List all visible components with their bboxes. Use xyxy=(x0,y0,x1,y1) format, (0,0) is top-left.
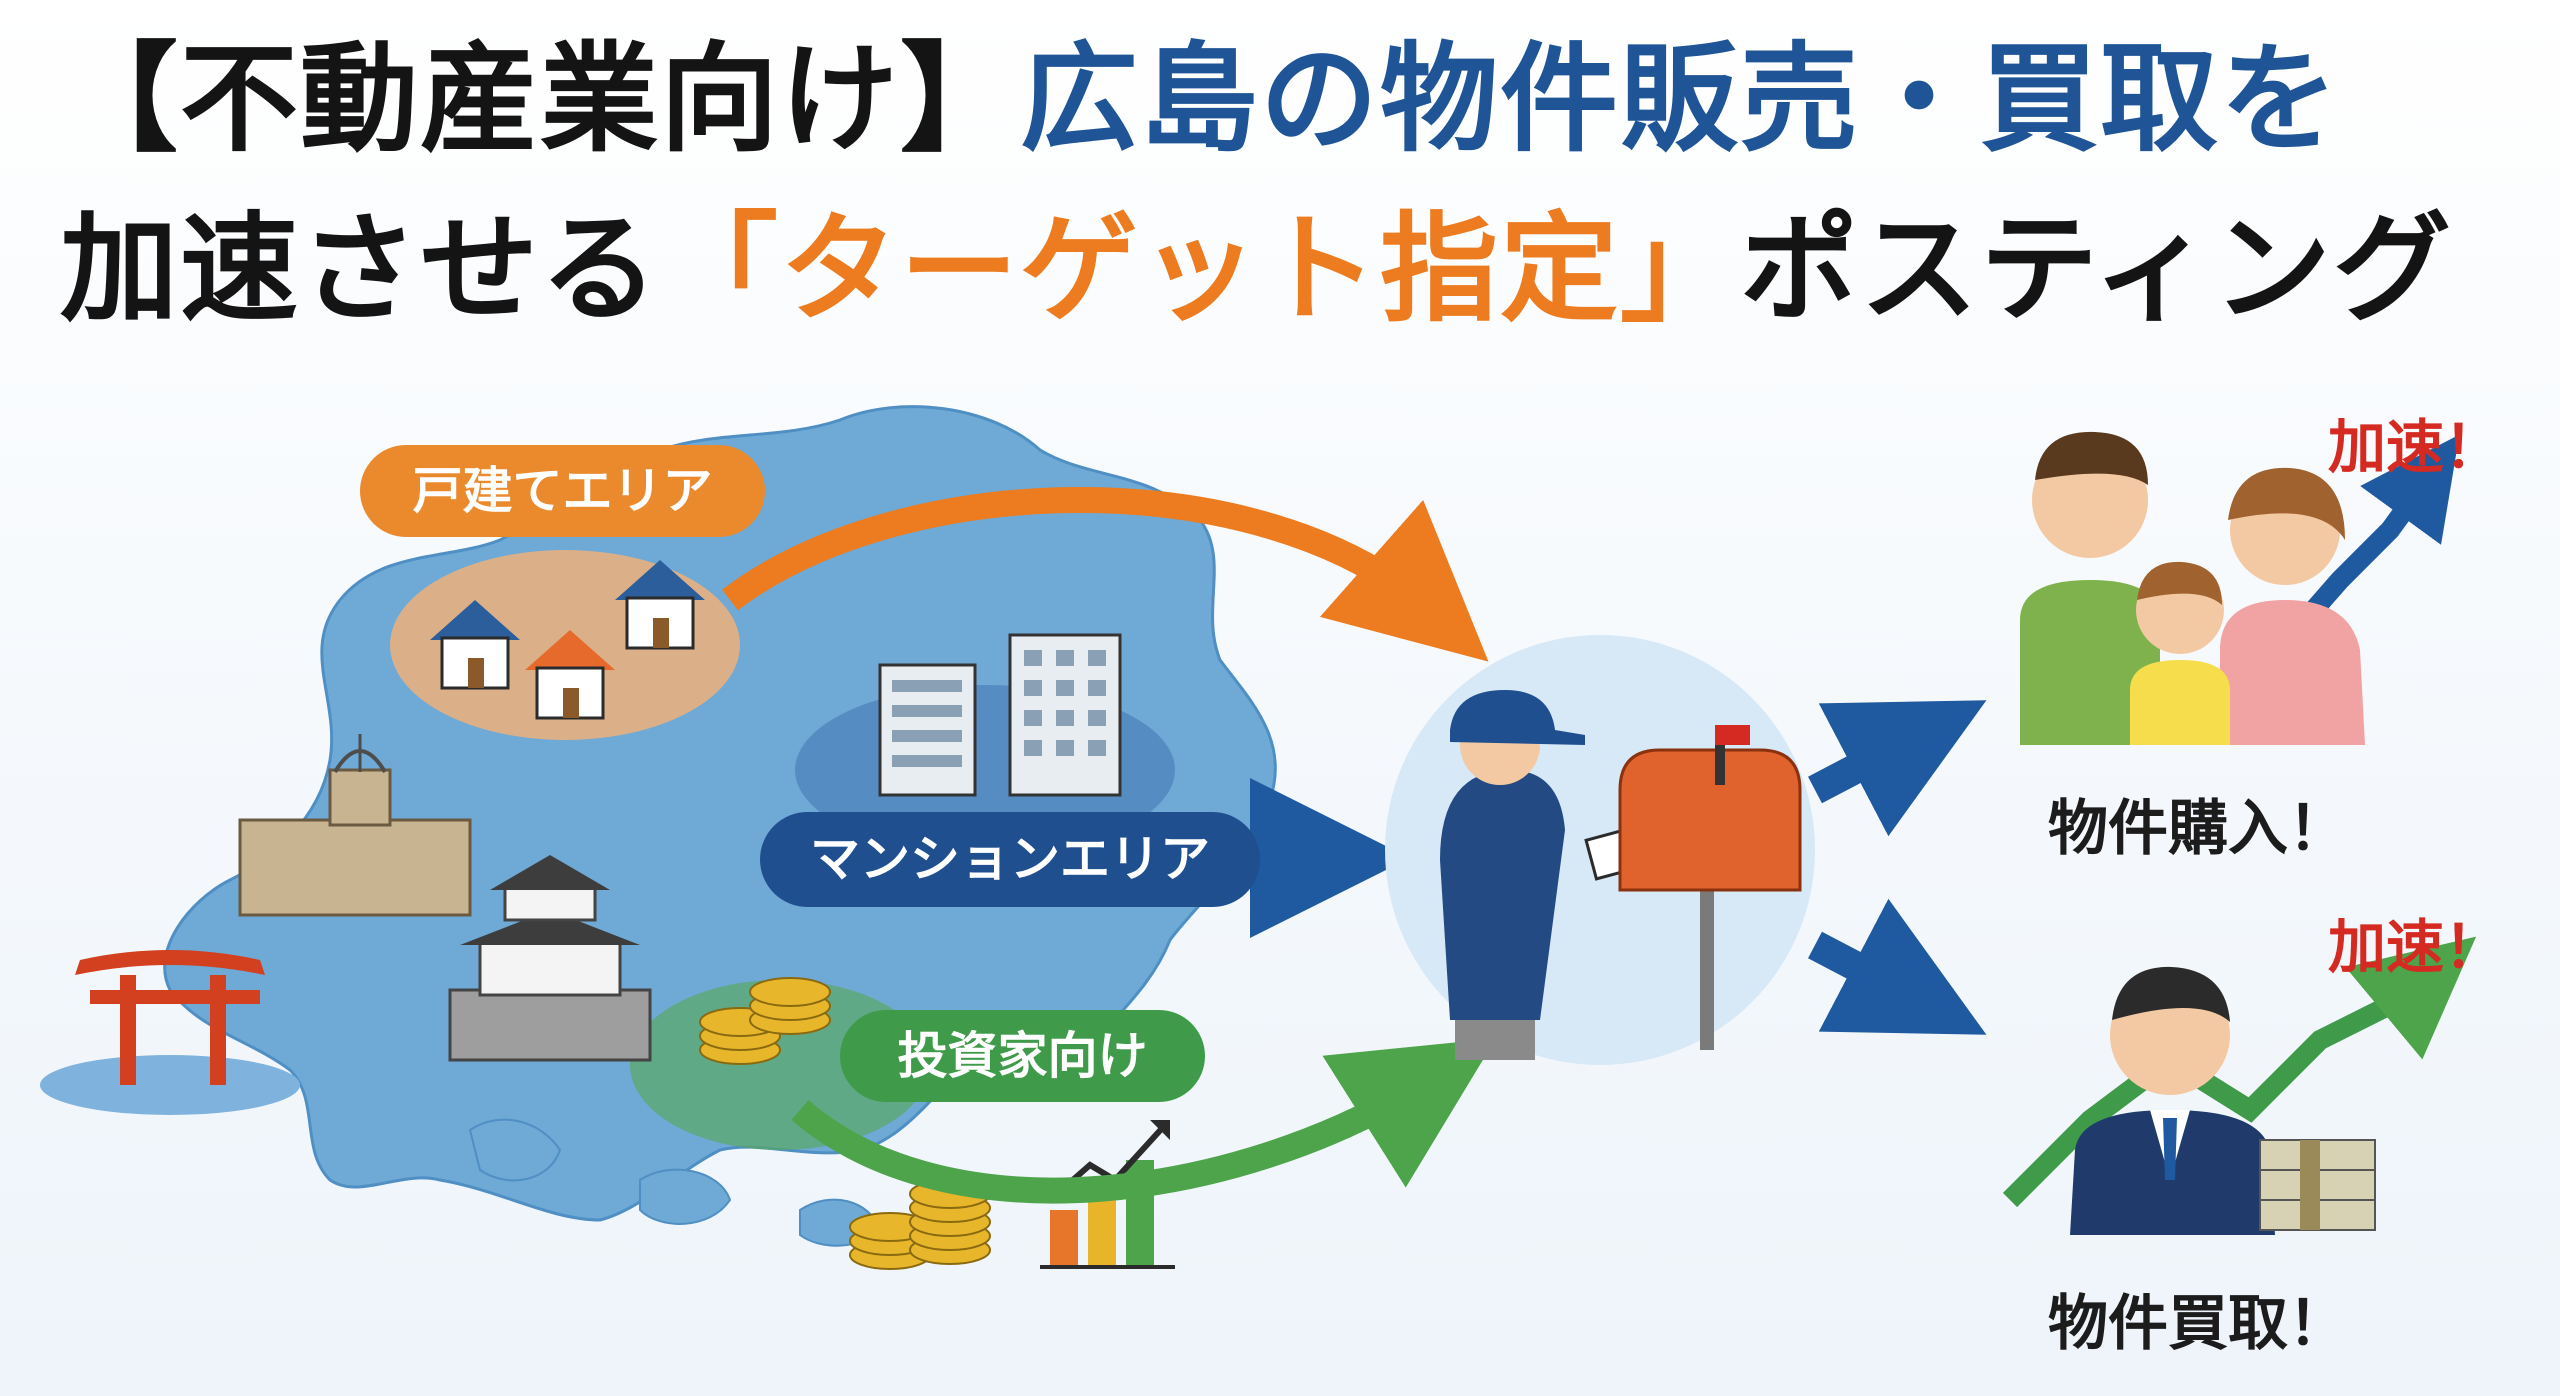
toushi-arrow xyxy=(791,1038,1496,1204)
island-1 xyxy=(468,1118,562,1182)
accelerate-label-2: 加速！ xyxy=(2328,913,2503,981)
mailbox-icon xyxy=(1618,725,1802,1050)
house-icon xyxy=(525,630,615,720)
title-posting-text: ポスティング xyxy=(1740,200,2453,338)
title-line-2: 加速させる「ターゲット指定」ポスティング xyxy=(60,210,2453,328)
kaitori-arrow xyxy=(1808,898,1987,1035)
title-bracket-text: 【不動産業向け】 xyxy=(60,30,1021,168)
torii-icon xyxy=(40,950,300,1115)
house-icon xyxy=(615,560,705,650)
island-2 xyxy=(639,1168,732,1225)
buyback-label: 物件買取！ xyxy=(2048,1289,2348,1359)
accelerate-label-1: 加速！ xyxy=(2328,413,2503,481)
kodate-arrow xyxy=(722,487,1489,662)
title-accelerate-text: 加速させる xyxy=(60,200,661,338)
purchase-label: 物件購入！ xyxy=(2048,794,2348,864)
buy-arrow xyxy=(1808,700,1987,837)
cash-stack-icon xyxy=(2259,1139,2376,1231)
investor-area-label: 投資家向け xyxy=(840,1010,1205,1102)
title-line-1: 【不動産業向け】広島の物件販売・買取を xyxy=(60,40,2340,158)
businessman-icon xyxy=(2070,966,2275,1235)
building-icon xyxy=(1008,633,1122,797)
kodate-area-label: 戸建てエリア xyxy=(360,445,765,537)
castle-landmark-icon xyxy=(448,855,652,1062)
mansion-area-label: マンションエリア xyxy=(760,812,1260,907)
house-icon xyxy=(430,600,520,690)
kaitori-growth-arrow xyxy=(2002,936,2477,1208)
title-target-text: 「ターゲット指定」 xyxy=(660,200,1741,338)
family-icon xyxy=(2020,431,2365,745)
building-icon xyxy=(878,663,977,797)
title-main-text: 広島の物件販売・買取を xyxy=(1020,30,2341,168)
dome-landmark-icon xyxy=(238,734,472,917)
coin-stack-icon xyxy=(699,977,831,1065)
